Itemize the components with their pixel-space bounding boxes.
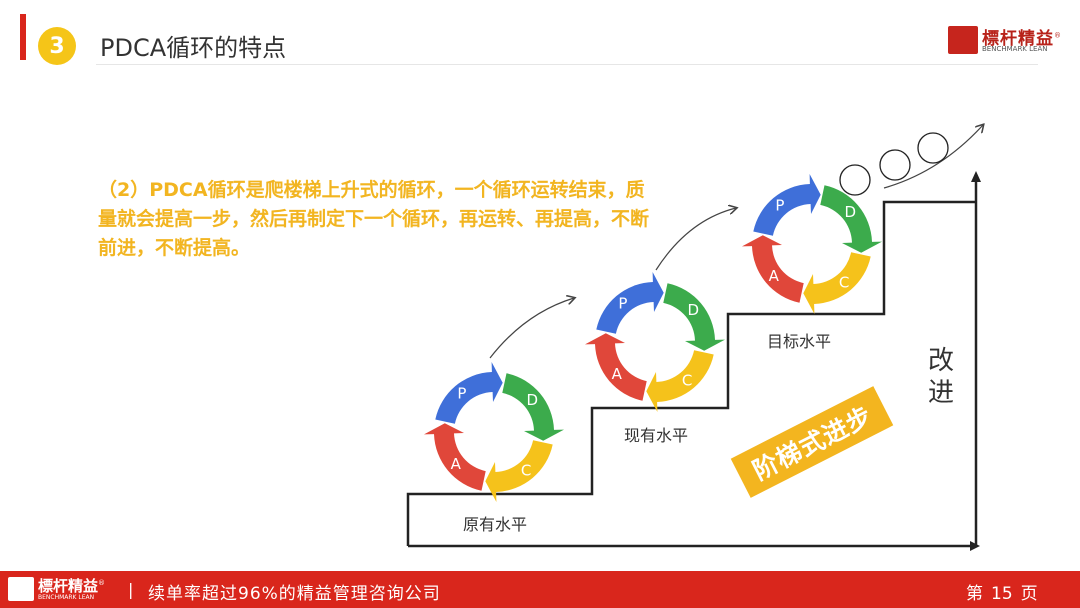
level-label-target: 目标水平 [767, 332, 832, 351]
logo-subtitle: BENCHMARK LEAN [982, 45, 1048, 53]
logo-mark-icon [948, 26, 978, 54]
pdca-cycle-current: P D C A [585, 272, 725, 412]
pdca-cycle-original: P D C A [424, 362, 564, 502]
page-number: 15 [991, 584, 1013, 604]
future-cycle-circle [879, 149, 911, 181]
logo-brand: 標杆精益 [982, 29, 1054, 49]
header-divider [96, 64, 1038, 65]
cycle-letter-d: D [688, 301, 700, 319]
cycle-arrow-a-icon [424, 423, 486, 491]
footer-separator: | [128, 580, 134, 599]
cycle-arrow-c-icon [646, 350, 714, 412]
future-cycle-circle [839, 164, 871, 196]
cycle-arrow-c-icon [485, 440, 553, 502]
cycle-arrow-c-icon [803, 252, 871, 314]
cycle-letter-a: A [451, 455, 462, 473]
cycle-letter-a: A [769, 267, 780, 285]
level-label-original: 原有水平 [463, 515, 528, 534]
progress-arrow-1 [489, 298, 574, 359]
future-cycle-circle [917, 132, 949, 164]
cycle-letter-d: D [845, 203, 857, 221]
page-suffix: 页 [1020, 584, 1038, 604]
section-number-badge: 3 [38, 27, 76, 65]
cycle-arrow-p-icon [596, 272, 664, 334]
level-label-current: 现有水平 [624, 426, 689, 445]
cycle-letter-c: C [682, 371, 692, 389]
cycle-arrow-d-icon [663, 283, 725, 351]
cycle-arrow-p-icon [753, 174, 821, 236]
cycle-arrow-a-icon [585, 333, 647, 401]
vertical-axis-arrow-icon [971, 171, 981, 182]
progress-arrow-2 [655, 208, 736, 271]
cycle-letter-c: C [839, 273, 849, 291]
pdca-cycle-target: P D C A [742, 174, 882, 314]
footer-logo: 標杆精益® BENCHMARK LEAN [8, 575, 128, 605]
footer-logo-mark-icon [8, 577, 34, 601]
cycle-letter-p: P [618, 295, 627, 313]
stair-outline [406, 200, 976, 546]
logo-registered-mark: ® [1054, 31, 1062, 40]
progress-arrow-3 [883, 125, 983, 189]
improvement-axis-label: 改进 [928, 346, 955, 408]
cycle-letter-a: A [612, 365, 623, 383]
cycle-arrow-a-icon [742, 235, 804, 303]
footer-logo-registered-mark: ® [98, 579, 106, 587]
header-logo: 標杆精益® BENCHMARK LEAN [948, 24, 1066, 58]
page-indicator: 第 15 页 [962, 579, 1042, 604]
cycle-arrow-p-icon [435, 362, 503, 424]
footer-logo-subtitle: BENCHMARK LEAN [38, 594, 95, 601]
cycle-letter-d: D [527, 391, 539, 409]
description-paragraph: （2）PDCA循环是爬楼梯上升式的循环，一个循环运转结束，质量就会提高一步，然后… [98, 179, 650, 259]
cycle-arrow-d-icon [502, 373, 564, 441]
page-title: PDCA循环的特点 [100, 34, 287, 62]
cycle-letter-p: P [457, 385, 466, 403]
footer-slogan: 续单率超过96%的精益管理咨询公司 [148, 584, 441, 604]
header-accent-bar [20, 14, 26, 60]
cycle-letter-c: C [521, 461, 531, 479]
footer-bar: 標杆精益® BENCHMARK LEAN | 续单率超过96%的精益管理咨询公司… [0, 571, 1080, 608]
cycle-letter-p: P [775, 197, 784, 215]
page-prefix: 第 [966, 584, 983, 604]
footer-logo-brand: 標杆精益 [38, 577, 99, 595]
cycle-arrow-d-icon [820, 185, 882, 253]
